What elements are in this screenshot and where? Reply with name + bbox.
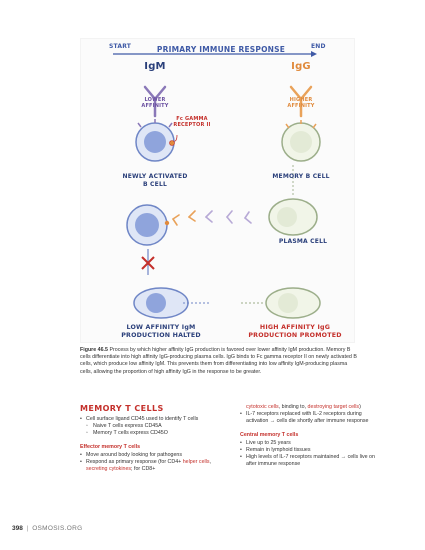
low-affinity-plasma-cell	[133, 287, 189, 319]
list-subitem: Naive T cells express CD45A	[80, 423, 218, 430]
memory-b-label: MEMORY B CELL	[272, 173, 330, 180]
igm-antibody-icon	[143, 85, 167, 118]
list-item: Remain in lymphoid tissues	[240, 447, 380, 454]
helper-cells-link[interactable]: helper cells	[182, 459, 210, 466]
figure-caption-text: Process by which higher affinity IgG pro…	[80, 347, 357, 375]
destroying-target-cells-link[interactable]: destroying target cells	[307, 404, 360, 410]
immune-response-figure: START END PRIMARY IMMUNE RESPONSE IgM Ig…	[80, 38, 355, 343]
central-memory-heading: Central memory T cells	[240, 431, 299, 438]
text-fragment: ,	[209, 459, 211, 466]
figure-caption: Figure 46.5 Process by which higher affi…	[80, 347, 360, 376]
section-title: MEMORY T CELLS	[80, 404, 164, 413]
start-label: START	[109, 43, 132, 50]
page-number: 398	[12, 525, 23, 532]
list-item: Respond as primary response (for CD4+ he…	[80, 459, 218, 473]
receptor-label: Fc GAMMA RECEPTOR II	[173, 116, 211, 128]
cytotoxic-cells-link[interactable]: cytotoxic cells	[246, 404, 279, 410]
newly-activated-label: NEWLY ACTIVATED B CELL	[122, 173, 188, 188]
right-column: cytotoxic cells, binding to, destroying …	[240, 404, 380, 469]
figure-illustration	[113, 51, 321, 319]
effector-memory-heading: Effector memory T cells	[80, 443, 141, 450]
list-item: IL-7 receptors replaced with IL-2 recept…	[240, 411, 380, 425]
figure-title: PRIMARY IMMUNE RESPONSE	[156, 45, 286, 54]
page-footer: 398 | OSMOSIS.ORG	[12, 525, 82, 532]
newly-activated-b-cell	[135, 119, 175, 162]
continued-text: cytotoxic cells, binding to, destroying …	[240, 404, 380, 411]
plasma-cell	[268, 198, 318, 236]
high-affinity-outcome-label: HIGH AFFINITY IgG PRODUCTION PROMOTED	[248, 324, 342, 339]
footer-brand: OSMOSIS.ORG	[32, 525, 83, 532]
igg-label: IgG	[291, 61, 311, 72]
igm-label: IgM	[144, 61, 166, 72]
timeline-arrow	[113, 51, 317, 57]
list-item: High levels of IL-7 receptors maintained…	[240, 454, 380, 468]
b-cell-binding-igg	[126, 204, 252, 246]
secreting-cytokines-link[interactable]: secreting cytokines	[86, 466, 132, 473]
figure-number: Figure 46.5	[80, 347, 108, 353]
text-fragment: ; for CD8+	[131, 466, 156, 473]
list-item: Live up to 25 years	[240, 440, 380, 447]
footer-separator: |	[26, 525, 29, 532]
memory-b-cell	[281, 120, 321, 162]
igg-antibody-icon	[289, 85, 313, 118]
lower-affinity-label: LOWER AFFINITY	[141, 97, 169, 109]
left-column: Cell surface ligand CD45 used to identif…	[80, 416, 218, 473]
end-label: END	[311, 43, 326, 50]
low-affinity-outcome-label: LOW AFFINITY IgM PRODUCTION HALTED	[121, 324, 201, 339]
plasma-cell-label: PLASMA CELL	[278, 238, 328, 245]
halt-x-icon	[141, 249, 155, 275]
high-affinity-plasma-cell	[265, 287, 321, 319]
text-fragment: Respond as primary response (for CD4+	[86, 459, 183, 466]
text-fragment: )	[359, 404, 361, 410]
text-fragment: , binding to,	[278, 404, 308, 410]
flow-arrows	[183, 165, 294, 304]
list-item: Move around body looking for pathogens	[80, 452, 218, 459]
list-subitem: Memory T cells express CD45O	[80, 430, 218, 437]
list-item: Cell surface ligand CD45 used to identif…	[80, 416, 218, 423]
higher-affinity-label: HIGHER AFFINITY	[287, 97, 315, 109]
